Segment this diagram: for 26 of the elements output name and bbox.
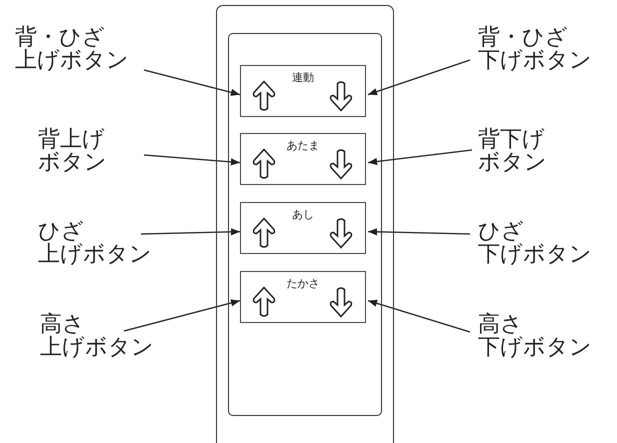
- button-label: たかさ: [286, 278, 320, 290]
- button-panel: [240, 271, 366, 323]
- arrow: [368, 228, 470, 236]
- arrow: [368, 149, 472, 166]
- arrow: [124, 299, 240, 332]
- arrow: [144, 69, 240, 96]
- arrow: [140, 228, 240, 236]
- callout-text: 高さ上げボタン: [40, 313, 154, 359]
- button-panel: [240, 133, 366, 185]
- callout-text: 背・ひざ下げボタン: [478, 26, 592, 72]
- button-label: あし: [291, 209, 315, 221]
- arrow: [368, 300, 470, 333]
- control-panel: [228, 32, 382, 416]
- remote-control-body: [216, 5, 394, 443]
- callout-text: 背下げボタン: [478, 128, 547, 174]
- button-label: あたま: [286, 140, 320, 152]
- button-panel: [240, 202, 366, 254]
- callout-text: ひざ下げボタン: [478, 220, 592, 266]
- arrow: [144, 154, 240, 166]
- callout-text: 背・ひざ上げボタン: [15, 26, 129, 72]
- arrow: [368, 59, 470, 96]
- callout-text: ひざ上げボタン: [38, 220, 152, 266]
- callout-text: 背上げボタン: [38, 128, 107, 174]
- button-panel: [240, 65, 366, 117]
- button-label: 連動: [291, 72, 315, 84]
- callout-text: 高さ下げボタン: [478, 313, 592, 359]
